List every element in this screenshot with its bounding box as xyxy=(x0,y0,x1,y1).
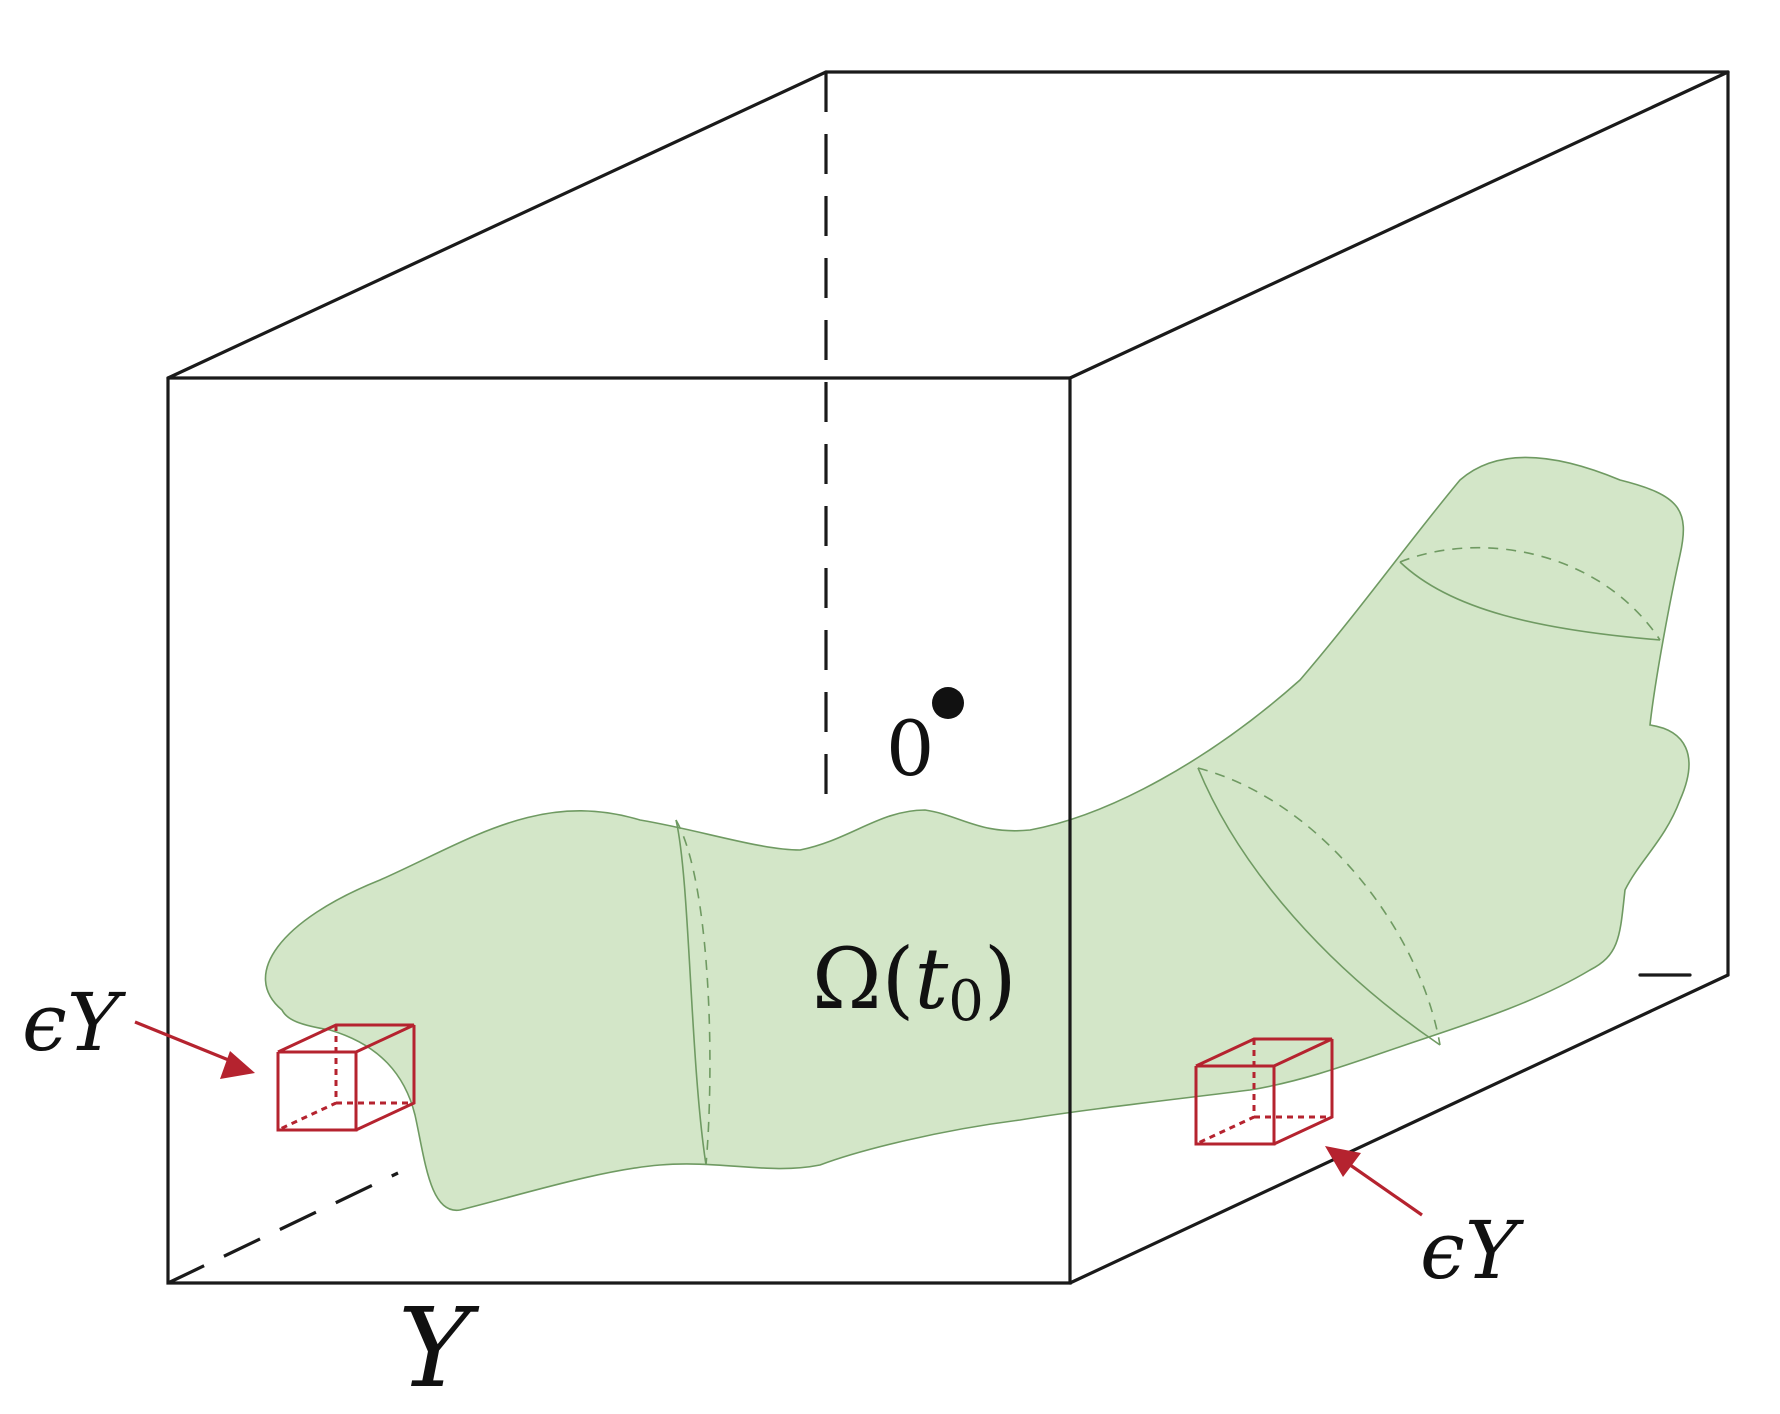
micro-cell-left-hidden xyxy=(277,1025,338,1132)
unit-cell-label: Y xyxy=(398,1284,480,1412)
domain-omega-region xyxy=(264,456,1690,1211)
micro-cell-right-label-y: Y xyxy=(1465,1204,1525,1297)
micro-cell-right xyxy=(1194,1037,1334,1146)
cube-hidden-depth-edge xyxy=(167,1171,399,1285)
micro-cell-left-label: ϵY xyxy=(22,976,127,1069)
cube-top-left-edge xyxy=(166,70,828,380)
cube-bottom-right-edge xyxy=(1068,973,1730,1285)
origin-dot xyxy=(932,687,964,719)
arrow-right-shaft xyxy=(1342,1158,1423,1217)
domain-section-2-front xyxy=(1197,767,1441,1046)
domain-label: Ω(t0) xyxy=(812,930,1017,1034)
domain-section-1-front xyxy=(675,819,707,1166)
origin-label: 0 xyxy=(886,704,934,793)
domain-label-var: t xyxy=(914,930,948,1028)
domain-label-close: ) xyxy=(984,930,1017,1028)
micro-cell-right-label: ϵY xyxy=(1420,1204,1525,1297)
domain-label-open: ( xyxy=(882,930,915,1028)
micro-cell-right-top xyxy=(1195,1037,1333,1068)
cube-top-right-edge xyxy=(1068,70,1730,380)
arrow-left-head xyxy=(220,1051,255,1079)
domain-label-symbol: Ω xyxy=(812,930,882,1028)
micro-cell-left-front xyxy=(276,1050,358,1132)
micro-cell-left-label-eps: ϵ xyxy=(22,976,67,1069)
micro-cell-right-label-eps: ϵ xyxy=(1420,1204,1465,1297)
micro-cell-left-label-y: Y xyxy=(67,976,127,1069)
arrow-left-shaft xyxy=(134,1020,237,1065)
micro-cell-left-top xyxy=(277,1023,415,1054)
domain-label-sub: 0 xyxy=(948,969,984,1034)
micro-cell-left xyxy=(276,1023,416,1132)
arrow-right-head xyxy=(1325,1146,1361,1177)
domain-section-3-front xyxy=(1399,561,1661,641)
